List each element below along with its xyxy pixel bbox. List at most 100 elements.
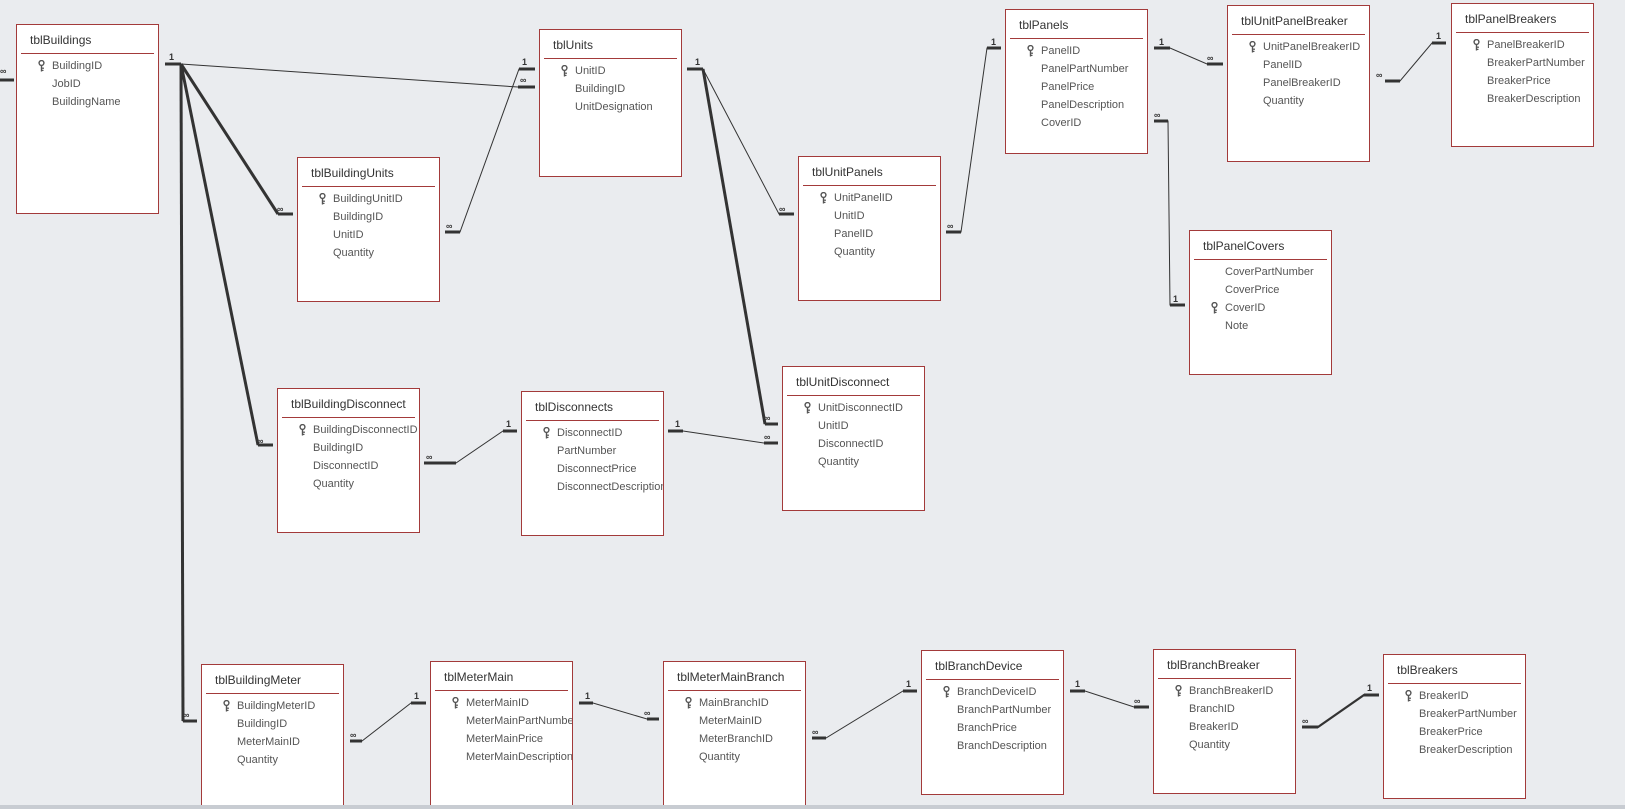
primary-key-field[interactable]: UnitDisconnectID (783, 399, 924, 417)
table-title[interactable]: tblBuildingMeter (215, 673, 302, 687)
rel-units-unitdisconnect[interactable]: ∞ (701, 68, 778, 426)
primary-key-field[interactable]: PanelID (1006, 42, 1147, 60)
table-field[interactable]: PanelID (1228, 56, 1369, 74)
table-field[interactable]: BranchID (1154, 700, 1295, 718)
table-field[interactable]: Quantity (278, 475, 419, 493)
table-field[interactable]: BuildingID (540, 80, 681, 98)
table-field[interactable]: CoverID (1006, 114, 1147, 132)
table-field[interactable]: BranchPartNumber (922, 701, 1063, 719)
table-title[interactable]: tblUnitPanels (812, 165, 883, 179)
table-field[interactable]: UnitID (799, 207, 940, 225)
table-field[interactable]: MeterBranchID (664, 730, 805, 748)
primary-key-field[interactable]: UnitID (540, 62, 681, 80)
rel-buildings-buildingmeter[interactable]: ∞ (179, 63, 197, 723)
table-field[interactable]: DisconnectPrice (522, 460, 663, 478)
primary-key-field[interactable]: BuildingID (17, 57, 158, 75)
rel-units-buildingunits[interactable]: 1∞ (445, 57, 535, 234)
table-field[interactable]: Quantity (799, 243, 940, 261)
primary-key-field[interactable]: BranchBreakerID (1154, 682, 1295, 700)
rel-branchdevice-metermainbranch[interactable]: 1∞ (812, 679, 917, 740)
rel-panelcovers-panels[interactable]: 1∞ (1154, 110, 1185, 307)
rel-panelbreakers-unitpanelbreaker[interactable]: 1∞ (1376, 31, 1446, 83)
table-field[interactable]: PanelDescription (1006, 96, 1147, 114)
table-field[interactable]: MeterMainID (664, 712, 805, 730)
table-field[interactable]: BreakerPrice (1384, 723, 1525, 741)
relationship-line[interactable] (1070, 690, 1149, 708)
relationship-line[interactable] (702, 68, 778, 425)
relationship-line[interactable] (350, 702, 426, 742)
relationship-line[interactable] (1302, 693, 1379, 729)
relationship-line[interactable] (579, 702, 659, 720)
relationship-line[interactable] (445, 68, 535, 233)
table-title[interactable]: tblPanelCovers (1203, 239, 1285, 253)
table-field[interactable]: UnitDesignation (540, 98, 681, 116)
table-field[interactable]: BreakerDescription (1452, 90, 1593, 108)
rel-disconnects-unitdisconnect[interactable]: 1∞ (668, 419, 778, 445)
rel-metermain-buildingmeter[interactable]: 1∞ (350, 691, 426, 743)
table-field[interactable]: MeterMainPartNumber (431, 712, 572, 730)
relationship-line[interactable] (668, 430, 778, 444)
table-field[interactable]: PanelID (799, 225, 940, 243)
rel-branchdevice-branchbreaker[interactable]: 1∞ (1070, 679, 1149, 709)
relationship-line[interactable] (1154, 47, 1223, 65)
table-field[interactable]: PartNumber (522, 442, 663, 460)
rel-breakers-branchbreaker[interactable]: 1∞ (1302, 683, 1379, 729)
table-field[interactable]: UnitID (298, 226, 439, 244)
table-title[interactable]: tblMeterMain (444, 670, 514, 684)
table-field[interactable]: MeterMainPrice (431, 730, 572, 748)
table-field[interactable]: JobID (17, 75, 158, 93)
primary-key-field[interactable]: MainBranchID (664, 694, 805, 712)
table-title[interactable]: tblBuildings (30, 33, 92, 47)
table-title[interactable]: tblPanels (1019, 18, 1069, 32)
table-field[interactable]: DisconnectDescription (522, 478, 663, 496)
primary-key-field[interactable]: PanelBreakerID (1452, 36, 1593, 54)
rel-buildings-external[interactable]: ∞ (0, 66, 14, 82)
table-title[interactable]: tblBranchDevice (935, 659, 1023, 673)
primary-key-field[interactable]: CoverID (1190, 299, 1331, 317)
table-field[interactable]: DisconnectID (783, 435, 924, 453)
table-field[interactable]: PanelPartNumber (1006, 60, 1147, 78)
table-title[interactable]: tblBranchBreaker (1167, 658, 1260, 672)
primary-key-field[interactable]: BuildingDisconnectID (278, 421, 419, 439)
rel-metermain-metermainbranch[interactable]: 1∞ (579, 691, 659, 721)
primary-key-field[interactable]: DisconnectID (522, 424, 663, 442)
table-field[interactable]: DisconnectID (278, 457, 419, 475)
primary-key-field[interactable]: BuildingMeterID (202, 697, 343, 715)
relationship-line[interactable] (424, 430, 517, 464)
relationship-line[interactable] (812, 690, 917, 739)
table-field[interactable]: MeterMainDescription (431, 748, 572, 766)
table-field[interactable]: BuildingID (202, 715, 343, 733)
table-field[interactable]: BranchPrice (922, 719, 1063, 737)
table-field[interactable]: Note (1190, 317, 1331, 335)
table-field[interactable]: BuildingID (298, 208, 439, 226)
rel-buildings-buildingdisconnect[interactable]: ∞ (179, 63, 273, 447)
table-title[interactable]: tblMeterMainBranch (677, 670, 785, 684)
rel-buildings-units[interactable]: 1∞ (165, 52, 535, 89)
table-field[interactable]: BreakerPrice (1452, 72, 1593, 90)
table-field[interactable]: BreakerDescription (1384, 741, 1525, 759)
table-field[interactable]: CoverPrice (1190, 281, 1331, 299)
relationship-line[interactable] (1154, 120, 1185, 306)
relationship-line[interactable] (165, 63, 535, 88)
table-title[interactable]: tblUnitDisconnect (796, 375, 890, 389)
relationship-line[interactable] (180, 63, 273, 446)
rel-buildings-buildingunits[interactable]: ∞ (179, 63, 293, 216)
primary-key-field[interactable]: MeterMainID (431, 694, 572, 712)
relationship-line[interactable] (180, 63, 293, 215)
table-field[interactable]: MeterMainID (202, 733, 343, 751)
primary-key-field[interactable]: BuildingUnitID (298, 190, 439, 208)
relationship-line[interactable] (687, 68, 794, 215)
